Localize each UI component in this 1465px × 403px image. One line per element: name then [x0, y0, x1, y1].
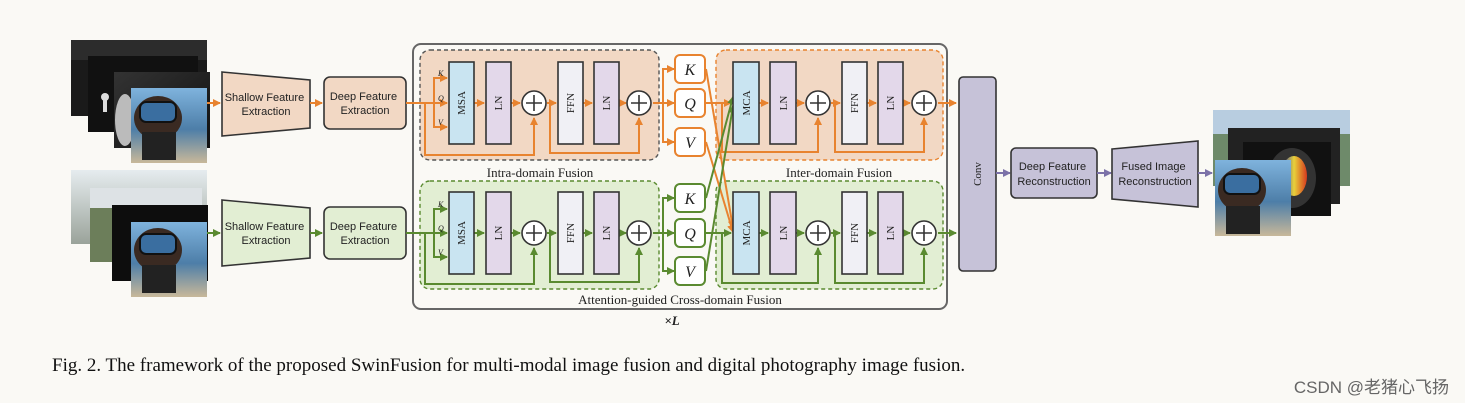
shallow-extraction-bottom-block	[221, 199, 311, 267]
ln-label-top-2: LN	[601, 96, 613, 111]
svg-text:Shallow Feature Extraction: Shallow Feature Extraction	[225, 221, 308, 247]
small-v-top: V	[438, 118, 444, 127]
deep-reconstruction-block	[1010, 147, 1098, 199]
small-v-bottom: V	[438, 248, 444, 257]
ffn-label-bottom: FFN	[565, 223, 577, 243]
svg-text:Deep Feature Extraction: Deep Feature Extraction	[330, 221, 400, 247]
small-k-bottom: K	[437, 200, 444, 209]
small-q-top: Q	[438, 94, 444, 103]
ffn-block-top-2	[841, 61, 868, 145]
ln-block-top-4	[877, 61, 904, 145]
ln-block-bottom-2	[593, 191, 620, 275]
ln-block-bottom-1	[485, 191, 512, 275]
fused-recon-line2: Reconstruction	[1118, 176, 1191, 188]
v-box-top	[674, 127, 706, 157]
deep-recon-line2: Reconstruction	[1017, 176, 1090, 188]
swinfusion-diagram: Shallow Feature Extraction Deep Feature …	[71, 40, 1350, 328]
mca-label-top: MCA	[741, 90, 753, 115]
bottom-row-flow	[406, 96, 957, 285]
ffn-block-bottom-2	[841, 191, 868, 275]
conv-label: Conv	[972, 162, 984, 186]
svg-text:Deep Feature Reconstructio: Deep Feature Reconstruction	[1017, 161, 1090, 188]
deep-extraction-bottom-block	[323, 206, 407, 260]
ffn-block-top	[557, 61, 584, 145]
fused-reconstruction-block	[1111, 140, 1199, 208]
msa-block-bottom	[448, 191, 475, 275]
deep-extraction-top-block	[323, 76, 407, 130]
q-box-top	[674, 88, 706, 118]
ln-block-top-1	[485, 61, 512, 145]
msa-block-top	[448, 61, 475, 145]
mca-block-top	[732, 61, 760, 145]
shallow-top-line1: Shallow Feature	[225, 92, 305, 104]
small-q-bottom: Q	[438, 224, 444, 233]
kqv-top	[674, 54, 706, 157]
deep-top-line1: Deep Feature	[330, 91, 397, 103]
k-label-top: K	[684, 62, 697, 79]
ffn-block-bottom	[557, 191, 584, 275]
ln-label-bottom-3: LN	[778, 226, 790, 241]
shallow-extraction-top-block	[221, 71, 311, 137]
ffn-label-bottom-2: FFN	[849, 223, 861, 243]
ln-block-bottom-4	[877, 191, 904, 275]
svg-text:Fused Image Reconstruction: Fused Image Reconstruction	[1118, 161, 1191, 188]
small-k-top: K	[437, 69, 444, 78]
ln-label-bottom-4: LN	[885, 226, 897, 241]
q-label-top: Q	[684, 96, 696, 113]
deep-top-line2: Extraction	[341, 105, 390, 117]
inter-domain-label: Inter-domain Fusion	[786, 165, 893, 180]
shallow-bottom-line2: Extraction	[242, 235, 291, 247]
fused-recon-line1: Fused Image	[1121, 161, 1185, 173]
mca-label-bottom: MCA	[741, 220, 753, 245]
kqv-bottom	[674, 183, 706, 286]
figure-caption: Fig. 2. The framework of the proposed Sw…	[52, 355, 966, 376]
q-label-bottom: Q	[684, 226, 696, 243]
v-box-bottom	[674, 256, 706, 286]
ln-label-bottom-2: LN	[601, 226, 613, 241]
repeat-label: ×L	[664, 313, 679, 328]
msa-label-bottom: MSA	[456, 221, 468, 245]
ln-block-bottom-3	[769, 191, 797, 275]
mca-block-bottom	[732, 191, 760, 275]
k-box-top	[674, 54, 706, 84]
cross-domain-label: Attention-guided Cross-domain Fusion	[578, 292, 782, 307]
k-box-bottom	[674, 183, 706, 213]
shallow-top-line2: Extraction	[242, 106, 291, 118]
intra-domain-label: Intra-domain Fusion	[487, 165, 594, 180]
v-label-top: V	[685, 135, 697, 152]
deep-bottom-line2: Extraction	[341, 235, 390, 247]
shallow-bottom-line1: Shallow Feature	[225, 221, 305, 233]
msa-label-top: MSA	[456, 91, 468, 115]
ln-label-bottom-1: LN	[493, 226, 505, 241]
q-box-bottom	[674, 218, 706, 248]
svg-text:Shallow Feature Extraction: Shallow Feature Extraction	[225, 92, 308, 118]
svg-text:Deep Feature Extraction: Deep Feature Extraction	[330, 91, 400, 117]
ln-block-top-3	[769, 61, 797, 145]
v-label-bottom: V	[685, 264, 697, 281]
input-image-stack-1	[71, 40, 210, 163]
input-image-stack-2	[71, 170, 208, 297]
fusion-module-outer-box	[412, 43, 948, 310]
ffn-label-top-2: FFN	[849, 93, 861, 113]
deep-bottom-line1: Deep Feature	[330, 221, 397, 233]
ln-label-top-3: LN	[778, 96, 790, 111]
k-label-bottom: K	[684, 191, 697, 208]
ln-label-top-1: LN	[493, 96, 505, 111]
watermark: CSDN @老猪心飞扬	[1293, 378, 1449, 397]
output-image-stack	[1213, 110, 1350, 236]
ffn-label-top: FFN	[565, 93, 577, 113]
ln-block-top-2	[593, 61, 620, 145]
deep-recon-line1: Deep Feature	[1019, 161, 1086, 173]
ln-label-top-4: LN	[885, 96, 897, 111]
